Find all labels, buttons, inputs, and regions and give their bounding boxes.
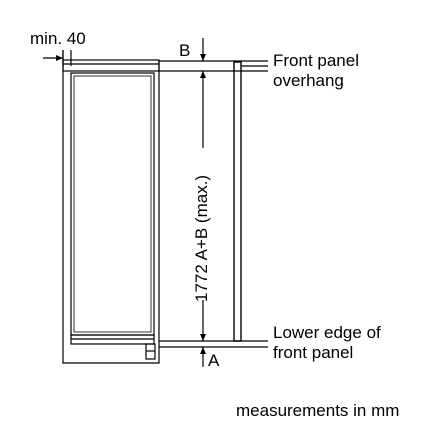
appliance-body — [70, 72, 155, 336]
front-panel-overhang-line2: overhang — [273, 71, 344, 90]
dim-a-label: A — [208, 351, 220, 370]
min-gap-arrowhead — [56, 55, 63, 61]
front-panel-overhang-line1: Front panel — [273, 51, 359, 70]
dim-b-label: B — [179, 41, 191, 60]
height-dimension-label: 1772 A+B (max.) — [192, 174, 211, 302]
height-arrowhead-top — [200, 71, 206, 78]
appliance-door-inner — [73, 75, 152, 333]
dim-a-arrowhead — [200, 347, 206, 354]
niche-outline — [62, 50, 160, 364]
lower-edge-line1: Lower edge of — [273, 323, 381, 342]
lower-edge-line2: front panel — [273, 343, 354, 362]
front-panel — [233, 61, 242, 342]
dim-b-arrowhead — [200, 54, 206, 61]
height-arrowhead-bottom — [200, 334, 206, 341]
min-gap-label: min. 40 — [30, 29, 86, 48]
units-note: measurements in mm — [236, 401, 400, 420]
niche-top-board — [62, 59, 160, 72]
